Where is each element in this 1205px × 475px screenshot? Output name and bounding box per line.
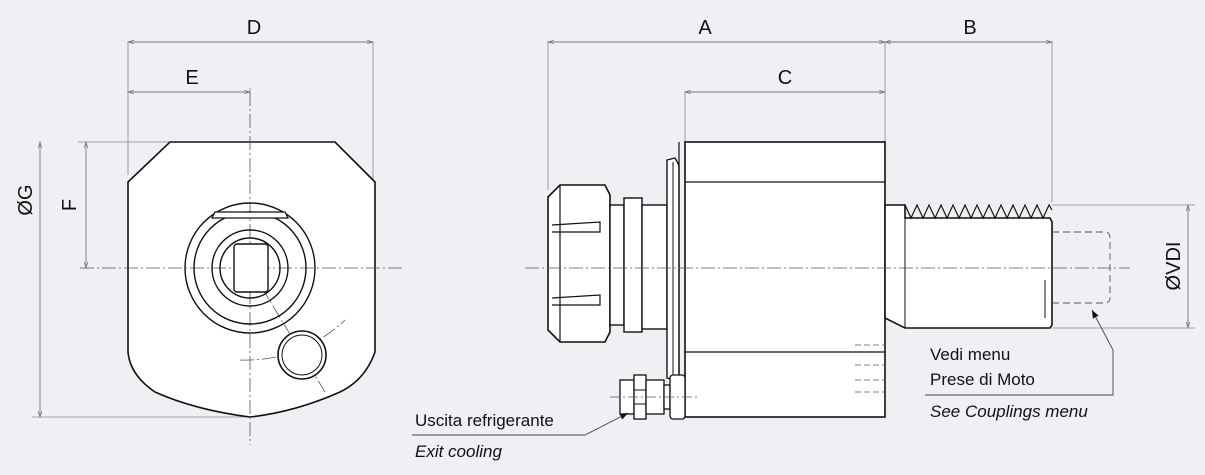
side-view: A B C ØVDI Vedi menu Prese di Moto See C… xyxy=(412,17,1195,461)
neck-2 xyxy=(623,197,643,333)
main-body xyxy=(684,141,886,418)
cooling-note-it: Uscita refrigerante xyxy=(415,411,554,430)
vdi-serration xyxy=(904,203,1053,220)
coolant-fitting xyxy=(610,374,700,420)
dim-e-label: E xyxy=(185,67,198,89)
dim-a-label: A xyxy=(698,17,712,39)
couplings-note-it-1: Vedi menu xyxy=(930,345,1010,364)
collet-nut xyxy=(547,184,611,343)
cooling-note-en: Exit cooling xyxy=(415,442,502,461)
neck-3 xyxy=(641,204,668,330)
coupling-hidden-outline xyxy=(1052,231,1111,304)
dim-c-label: C xyxy=(778,67,792,89)
cooling-leader xyxy=(412,412,629,436)
couplings-leader xyxy=(925,309,1114,396)
collet-nut-slots xyxy=(551,185,601,342)
dim-g-label: ØG xyxy=(15,184,37,215)
dim-vdi-label: ØVDI xyxy=(1163,242,1185,291)
front-top-notch xyxy=(211,211,289,219)
coolant-hole xyxy=(277,330,327,380)
couplings-note-en: See Couplings menu xyxy=(930,402,1088,421)
vdi-shank xyxy=(884,204,1053,329)
dim-b-label: B xyxy=(963,17,976,39)
front-center-slot xyxy=(233,243,269,293)
front-view: D E F ØG xyxy=(15,17,405,445)
dim-f-label: F xyxy=(59,199,81,211)
couplings-note-it-2: Prese di Moto xyxy=(930,370,1035,389)
neck-1 xyxy=(609,204,625,326)
body-hidden-lines xyxy=(855,344,885,393)
coolant-hole-inner xyxy=(281,334,323,376)
dim-d-label: D xyxy=(247,17,261,39)
